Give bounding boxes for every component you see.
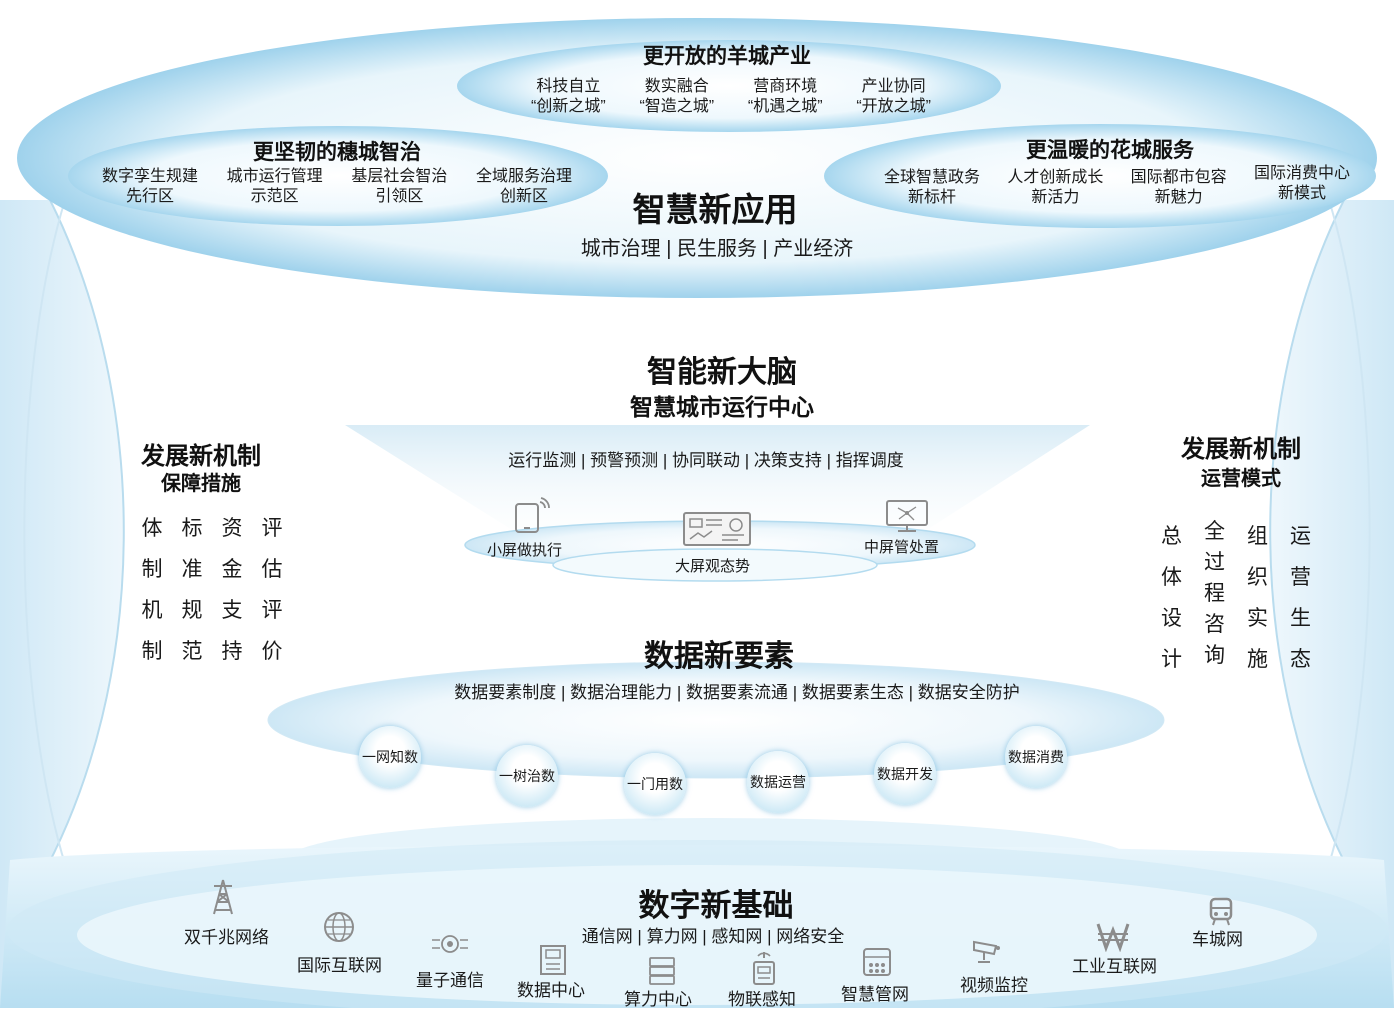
service-items: 全球智慧政务新标杆 人才创新成长新活力 国际都市包容新魅力 国际消费中心新模式 bbox=[884, 165, 1350, 208]
governance-item: 城市运行管理示范区 bbox=[226, 168, 323, 205]
base-subtitle: 通信网 | 算力网 | 感知网 | 网络安全 bbox=[581, 927, 845, 946]
base-item-label: 数据中心 bbox=[517, 981, 585, 1000]
industry-item: 产业协同“开放之城” bbox=[856, 78, 931, 115]
service-item: 国际都市包容新魅力 bbox=[1130, 169, 1227, 206]
grid-char: 范 bbox=[181, 640, 203, 663]
data-bubble: 一树治数 bbox=[496, 745, 558, 807]
base-item-label: 国际互联网 bbox=[297, 956, 382, 975]
industrial-internet-icon bbox=[1096, 920, 1130, 952]
brain-subtitle: 智慧城市运行中心 bbox=[630, 394, 814, 420]
grid-char: 评 bbox=[261, 599, 283, 622]
vehicle-icon bbox=[1208, 897, 1234, 927]
governance-item: 基层社会智治引领区 bbox=[351, 168, 448, 205]
data-subtitle: 数据要素制度 | 数据治理能力 | 数据要素流通 | 数据要素生态 | 数据安全… bbox=[454, 683, 1020, 702]
data-bubble: 数据运营 bbox=[747, 751, 809, 813]
service-item: 国际消费中心新模式 bbox=[1253, 165, 1350, 202]
base-item-label: 物联感知 bbox=[728, 990, 796, 1009]
grid-char: 估 bbox=[261, 558, 283, 581]
tower-icon bbox=[210, 878, 236, 916]
base-item-label: 车城网 bbox=[1192, 930, 1243, 949]
grid-char: 体 bbox=[141, 517, 163, 540]
base-item-label: 工业互联网 bbox=[1072, 957, 1157, 976]
mechanism-column: 全过程咨询 bbox=[1204, 520, 1225, 667]
governance-items: 数字孪生规建先行区 城市运行管理示范区 基层社会智治引领区 全域服务治理创新区 bbox=[102, 167, 572, 207]
right-mechanism-title: 发展新机制 bbox=[1181, 436, 1301, 463]
smart-app-subtitle: 城市治理 | 民生服务 | 产业经济 bbox=[580, 238, 854, 260]
pipe-network-icon bbox=[862, 947, 892, 977]
industry-items: 科技自立“创新之城” 数实融合“智造之城” 营商环境“机遇之城” 产业协同“开放… bbox=[531, 77, 931, 117]
data-title: 数据新要素 bbox=[644, 640, 794, 673]
quantum-icon bbox=[430, 928, 470, 960]
service-title: 更温暖的花城服务 bbox=[1026, 139, 1194, 162]
governance-title: 更坚韧的穗城智治 bbox=[253, 141, 421, 164]
small-screen-label: 小屏做执行 bbox=[487, 542, 563, 559]
data-bubble: 一网知数 bbox=[359, 726, 421, 788]
industry-title: 更开放的羊城产业 bbox=[643, 45, 811, 68]
base-item-label: 量子通信 bbox=[416, 971, 484, 990]
mechanism-column: 组织实施 bbox=[1247, 525, 1268, 671]
cctv-camera-icon bbox=[970, 936, 1002, 966]
grid-char: 价 bbox=[261, 640, 283, 663]
industry-item: 科技自立“创新之城” bbox=[531, 78, 606, 115]
industry-item: 数实融合“智造之城” bbox=[639, 78, 715, 115]
grid-char: 机 bbox=[141, 599, 163, 622]
grid-char: 支 bbox=[221, 599, 243, 622]
server-icon bbox=[648, 956, 676, 986]
grid-char: 金 bbox=[221, 558, 243, 581]
grid-char: 资 bbox=[221, 517, 243, 540]
data-bubble: 数据开发 bbox=[874, 743, 936, 805]
large-screen-label: 大屏观态势 bbox=[675, 558, 751, 575]
base-item-label: 智慧管网 bbox=[841, 985, 909, 1004]
grid-char: 制 bbox=[141, 558, 163, 581]
mechanism-column: 运营生态 bbox=[1290, 525, 1311, 671]
iot-sensor-icon bbox=[750, 950, 778, 986]
governance-item: 数字孪生规建先行区 bbox=[102, 168, 199, 205]
dashboard-screen-icon bbox=[682, 511, 752, 547]
globe-icon bbox=[322, 910, 356, 944]
medium-screen-label: 中屏管处置 bbox=[864, 539, 940, 556]
grid-char: 持 bbox=[221, 640, 243, 663]
grid-char: 制 bbox=[141, 640, 163, 663]
brain-functions: 运行监测 | 预警预测 | 协同联动 | 决策支持 | 指挥调度 bbox=[508, 451, 904, 470]
smart-app-title: 智慧新应用 bbox=[632, 191, 798, 228]
base-item-label: 算力中心 bbox=[624, 990, 692, 1009]
brain-title: 智能新大脑 bbox=[647, 356, 797, 389]
data-bubble: 一门用数 bbox=[624, 753, 686, 815]
mechanism-column: 总体设计 bbox=[1161, 525, 1182, 671]
service-item: 人才创新成长新活力 bbox=[1007, 169, 1104, 206]
base-title: 数字新基础 bbox=[638, 888, 794, 923]
grid-char: 准 bbox=[181, 558, 203, 581]
right-mechanism-columns: 总体设计 全过程咨询 组织实施 运营生态 bbox=[1158, 516, 1314, 680]
grid-char: 规 bbox=[181, 599, 203, 622]
data-bubble: 数据消费 bbox=[1005, 726, 1067, 788]
monitor-icon bbox=[884, 499, 930, 533]
left-mechanism-title: 发展新机制 bbox=[141, 443, 261, 470]
base-item-label: 双千兆网络 bbox=[184, 928, 269, 947]
left-mechanism-grid: 体 标 资 评 制 准 金 估 机 规 支 评 制 范 持 价 bbox=[132, 512, 292, 676]
tablet-icon bbox=[510, 496, 550, 536]
datacenter-icon bbox=[538, 944, 568, 976]
grid-char: 评 bbox=[261, 517, 283, 540]
service-item: 全球智慧政务新标杆 bbox=[884, 169, 981, 206]
base-item-label: 视频监控 bbox=[960, 976, 1028, 995]
right-mechanism-subtitle: 运营模式 bbox=[1201, 468, 1281, 490]
left-mechanism-subtitle: 保障措施 bbox=[161, 473, 241, 495]
industry-item: 营商环境“机遇之城” bbox=[747, 78, 823, 115]
governance-item: 全域服务治理创新区 bbox=[475, 168, 572, 205]
grid-char: 标 bbox=[181, 517, 203, 540]
